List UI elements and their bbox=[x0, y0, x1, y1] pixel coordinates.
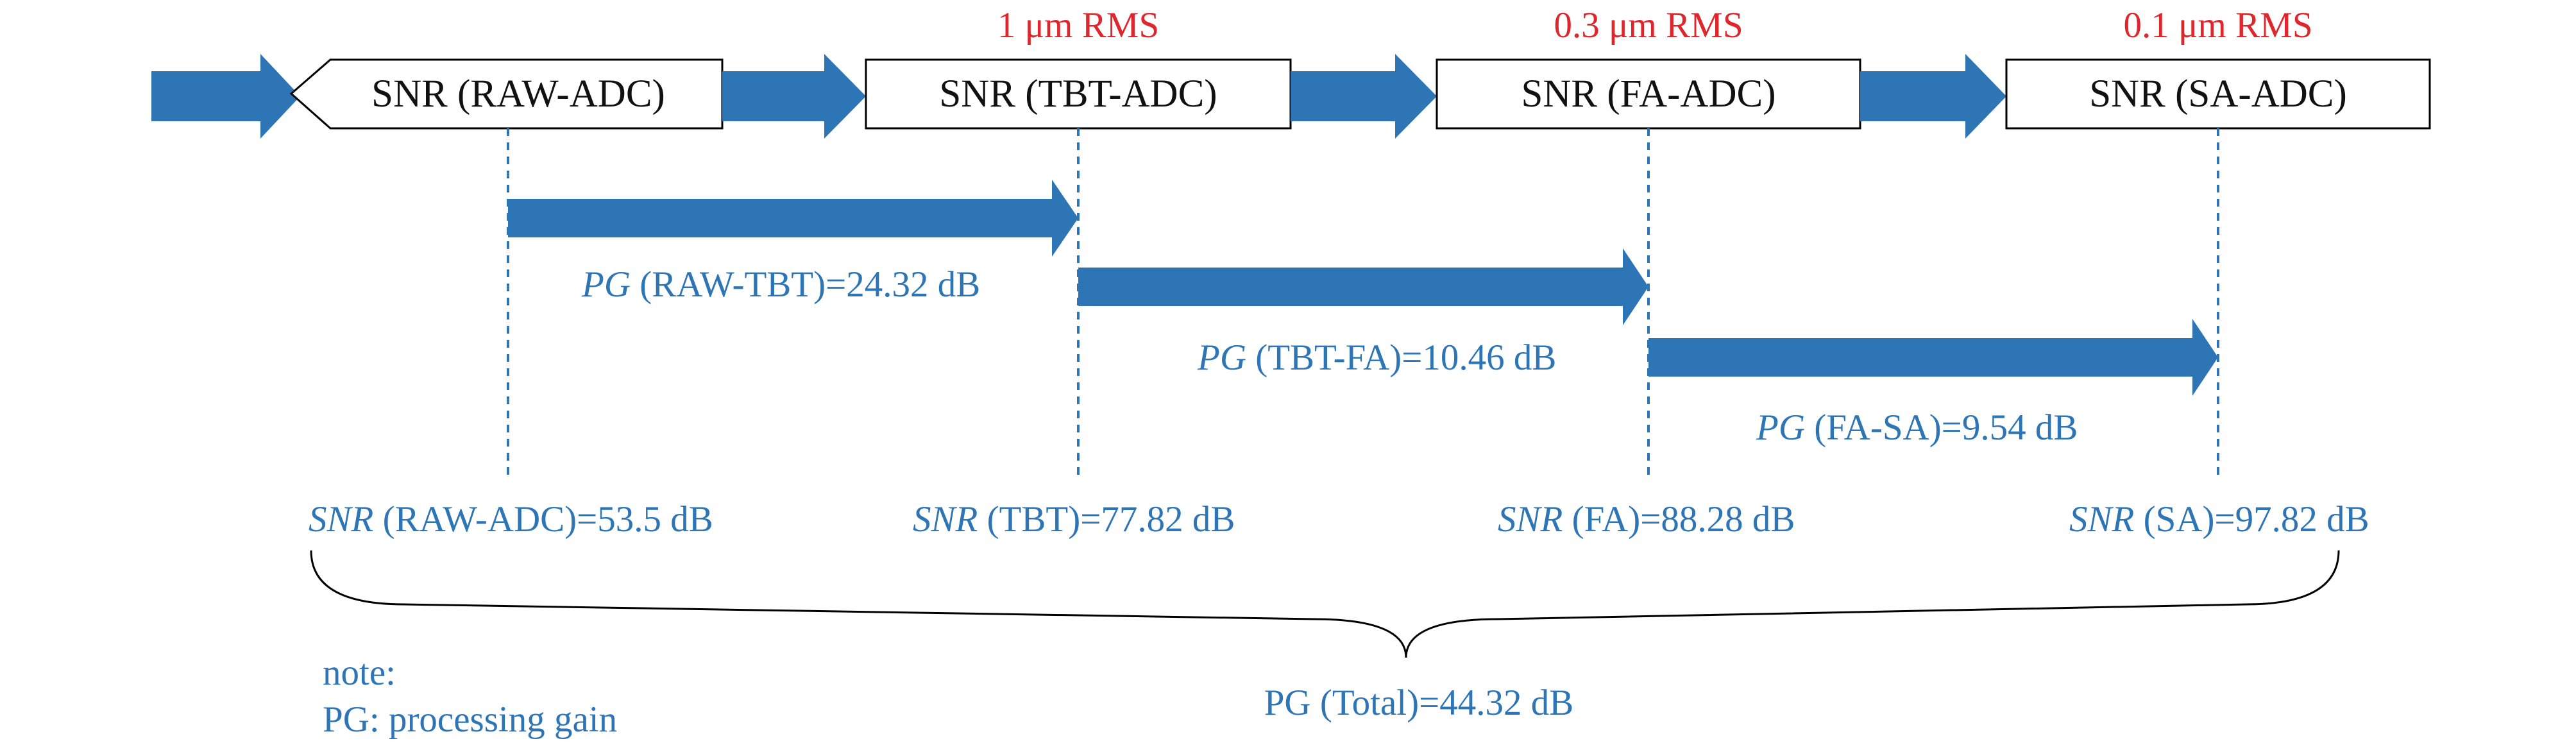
gain-prefix-raw-tbt: PG bbox=[581, 264, 631, 305]
snr-text-tbt: (TBT)=77.82 dB bbox=[978, 499, 1235, 540]
rms-label-sa: 0.1 μm RMS bbox=[2123, 5, 2312, 46]
snr-prefix-raw-adc: SNR bbox=[309, 499, 373, 540]
snr-text-fa: (FA)=88.28 dB bbox=[1563, 499, 1795, 540]
stage-box-raw-adc: SNR (RAW-ADC) bbox=[289, 58, 724, 130]
snr-value-tbt: SNR (TBT)=77.82 dB bbox=[913, 499, 1235, 540]
stage-label-sa-adc: SNR (SA-ADC) bbox=[2089, 72, 2347, 115]
stage-connector-arrow-2 bbox=[1291, 54, 1437, 139]
snr-prefix-tbt: SNR bbox=[913, 499, 978, 540]
stage-box-fa-adc: SNR (FA-ADC) 0.3 μm RMS bbox=[1436, 5, 1861, 130]
note-line: PG: processing gain bbox=[323, 699, 617, 740]
snr-value-sa: SNR (SA)=97.82 dB bbox=[2069, 499, 2369, 540]
gain-arrow-raw-tbt bbox=[508, 180, 1078, 257]
rms-label-fa: 0.3 μm RMS bbox=[1554, 5, 1743, 46]
rms-label-tbt: 1 μm RMS bbox=[997, 5, 1159, 46]
gain-label-tbt-fa: PG (TBT-FA)=10.46 dB bbox=[1197, 337, 1556, 378]
stage-label-fa-adc: SNR (FA-ADC) bbox=[1521, 72, 1775, 115]
gain-prefix-fa-sa: PG bbox=[1756, 407, 1805, 448]
gain-prefix-tbt-fa: PG bbox=[1197, 337, 1246, 378]
snr-value-raw-adc: SNR (RAW-ADC)=53.5 dB bbox=[309, 499, 713, 540]
gain-arrow-tbt-fa bbox=[1078, 248, 1648, 325]
total-gain-label: PG (Total)=44.32 dB bbox=[1264, 683, 1574, 723]
input-arrow bbox=[151, 54, 300, 139]
gain-text-raw-tbt: (RAW-TBT)=24.32 dB bbox=[631, 264, 980, 305]
stage-box-tbt-adc: SNR (TBT-ADC) 1 μm RMS bbox=[865, 5, 1292, 130]
note-title: note: bbox=[323, 652, 396, 693]
gain-text-fa-sa: (FA-SA)=9.54 dB bbox=[1805, 407, 2078, 448]
snr-text-sa: (SA)=97.82 dB bbox=[2134, 499, 2369, 540]
stage-connector-arrow-3 bbox=[1860, 54, 2006, 139]
stage-label-raw-adc: SNR (RAW-ADC) bbox=[371, 72, 665, 115]
gain-text-tbt-fa: (TBT-FA)=10.46 dB bbox=[1246, 337, 1556, 378]
snr-prefix-sa: SNR bbox=[2069, 499, 2134, 540]
stage-label-tbt-adc: SNR (TBT-ADC) bbox=[939, 72, 1217, 115]
stage-box-sa-adc: SNR (SA-ADC) 0.1 μm RMS bbox=[2005, 5, 2431, 130]
snr-value-fa: SNR (FA)=88.28 dB bbox=[1498, 499, 1795, 540]
stage-connector-arrow-1 bbox=[722, 54, 866, 139]
snr-prefix-fa: SNR bbox=[1498, 499, 1563, 540]
total-brace bbox=[310, 550, 2340, 658]
gain-label-fa-sa: PG (FA-SA)=9.54 dB bbox=[1756, 407, 2078, 448]
gain-arrow-fa-sa bbox=[1648, 319, 2218, 396]
gain-label-raw-tbt: PG (RAW-TBT)=24.32 dB bbox=[581, 264, 980, 305]
snr-text-raw-adc: (RAW-ADC)=53.5 dB bbox=[373, 499, 713, 540]
